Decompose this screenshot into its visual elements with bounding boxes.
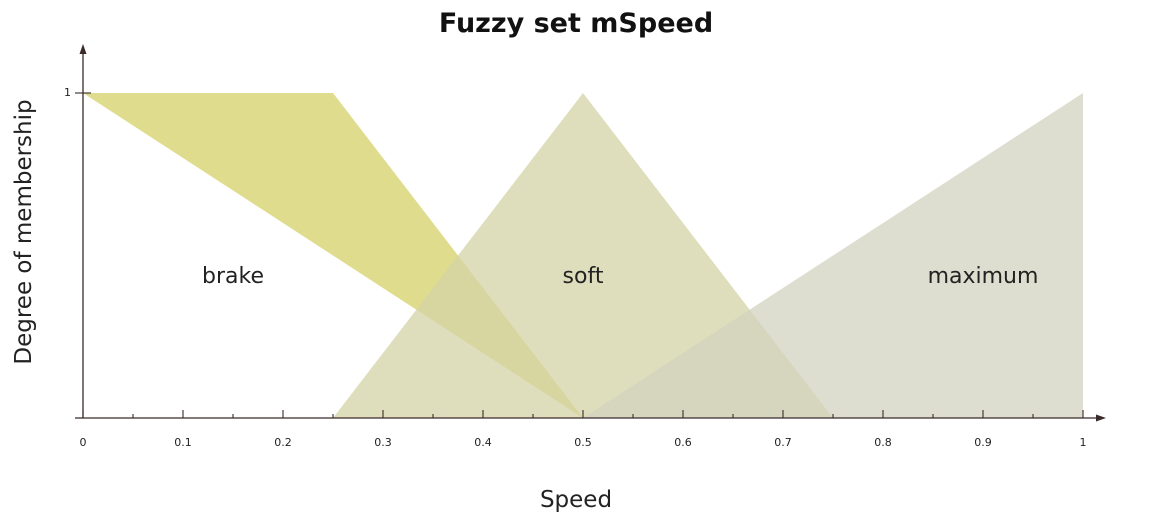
axes <box>75 44 1106 422</box>
set-label-brake: brake <box>202 264 264 289</box>
x-tick-label: 0 <box>80 436 87 449</box>
x-tick-label: 0.2 <box>274 436 292 449</box>
chart-title: Fuzzy set mSpeed <box>439 8 713 39</box>
x-axis-arrow <box>1096 414 1106 422</box>
set-label-maximum: maximum <box>928 264 1039 289</box>
x-tick-label: 1 <box>1080 436 1087 449</box>
x-tick-label: 0.1 <box>174 436 192 449</box>
x-tick-label: 0.7 <box>774 436 792 449</box>
membership-areas <box>83 93 1083 418</box>
set-label-soft: soft <box>563 264 604 289</box>
set-labels: brake soft maximum <box>202 264 1038 289</box>
y-ticks: 1 <box>64 86 91 99</box>
x-ticks: 0 0.1 0.2 0.3 0.4 0.5 0.6 0.7 0.8 0.9 1 <box>80 410 1087 449</box>
x-axis-label: Speed <box>540 487 612 513</box>
y-tick-label: 1 <box>64 86 71 99</box>
area-maximum <box>583 93 1083 418</box>
x-tick-label: 0.3 <box>374 436 392 449</box>
x-tick-label: 0.9 <box>974 436 992 449</box>
y-axis-arrow <box>79 44 87 54</box>
x-tick-label: 0.6 <box>674 436 692 449</box>
y-axis-label: Degree of membership <box>11 99 37 364</box>
x-tick-label: 0.4 <box>474 436 492 449</box>
x-tick-label: 0.8 <box>874 436 892 449</box>
x-tick-label: 0.5 <box>574 436 592 449</box>
